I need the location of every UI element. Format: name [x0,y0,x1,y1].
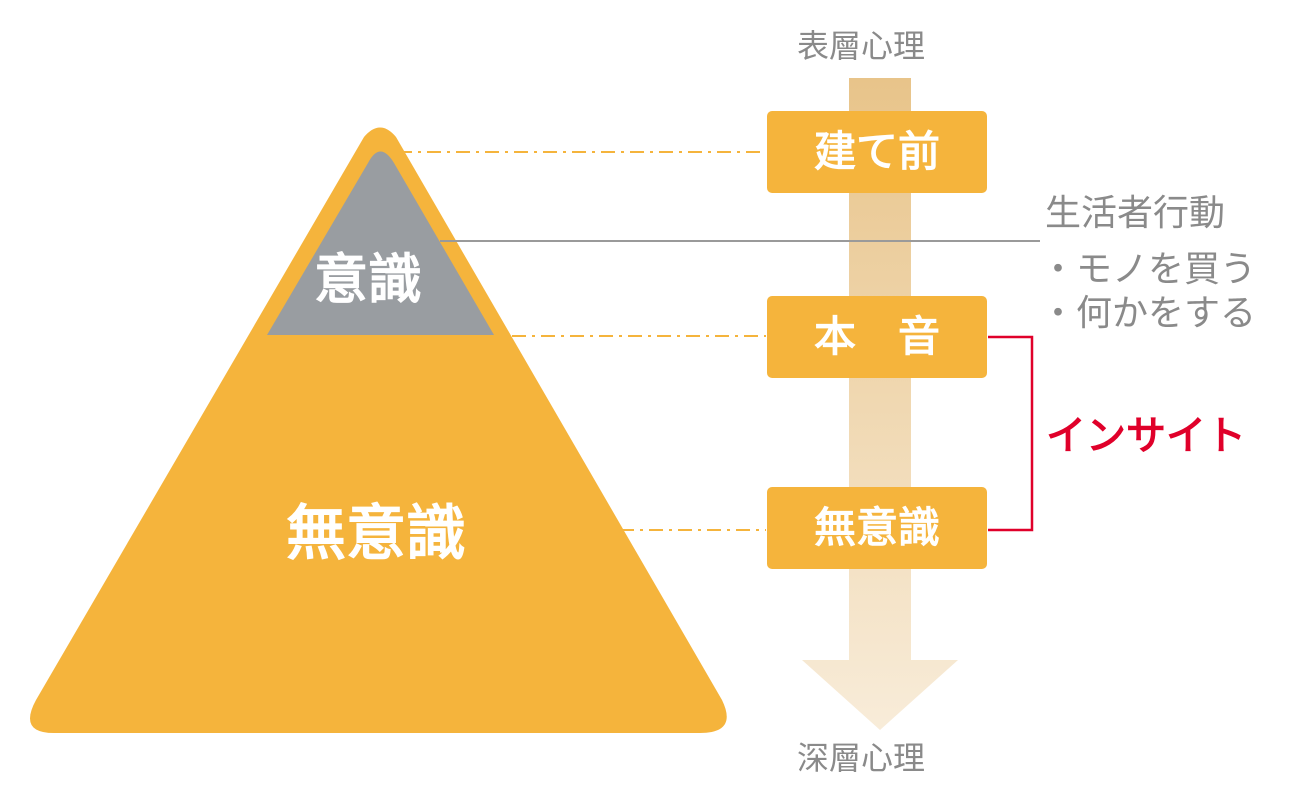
level-box-subconscious: 無意識 [767,487,987,569]
level-box-honne: 本 音 [767,296,987,378]
depth-arrow [802,78,958,730]
pyramid-peak-label: 意識 [314,248,422,311]
surface-psychology-label: 表層心理 [797,27,926,65]
pyramid-base-subconscious [30,127,727,733]
pyramid-peak-conscious [267,151,494,335]
behavior-title: 生活者行動 [1045,193,1226,234]
level-box-tatemae: 建て前 [767,111,987,193]
insight-bracket [988,335,1034,532]
pyramid-base-label: 無意識 [286,499,466,569]
behavior-item: ・何かをする [1040,293,1257,334]
behavior-item: ・モノを買う [1040,249,1257,290]
deep-psychology-label: 深層心理 [797,739,926,777]
insight-label: インサイト [1046,413,1246,459]
